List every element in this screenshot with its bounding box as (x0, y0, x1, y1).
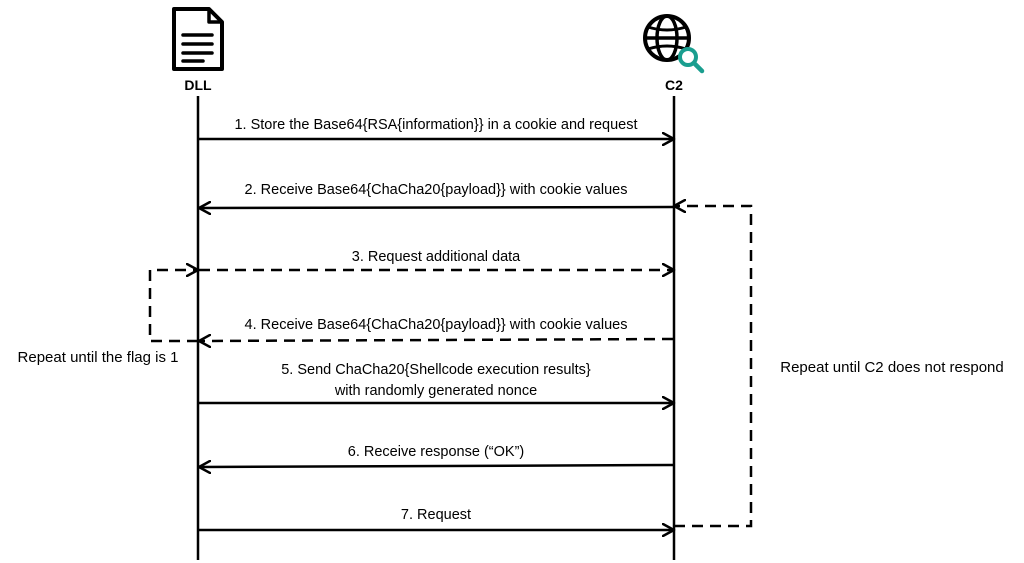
message-5-label-line-1: 5. Send ChaCha20{Shellcode execution res… (281, 362, 591, 378)
message-2-label: 2. Receive Base64{ChaCha20{payload}} wit… (245, 182, 628, 198)
message-3-label: 3. Request additional data (352, 249, 521, 265)
message-1: 1. Store the Base64{RSA{information}} in… (199, 117, 674, 139)
outer-loop: Repeat until C2 does not respond (674, 206, 1004, 528)
message-4-label: 4. Receive Base64{ChaCha20{payload}} wit… (245, 317, 628, 333)
participant-label-dll: DLL (184, 77, 212, 93)
message-6-arrow (199, 465, 674, 467)
participant-label-c2: C2 (665, 77, 683, 93)
message-6-label: 6. Receive response (“OK”) (348, 444, 524, 460)
message-2: 2. Receive Base64{ChaCha20{payload}} wit… (199, 182, 674, 208)
message-7-label: 7. Request (401, 507, 471, 523)
message-1-label: 1. Store the Base64{RSA{information}} in… (234, 117, 637, 133)
document-icon (172, 7, 224, 71)
message-5-label-line-2: with randomly generated nonce (334, 383, 537, 399)
message-3: 3. Request additional data (199, 249, 674, 270)
message-5: 5. Send ChaCha20{Shellcode execution res… (199, 362, 674, 403)
message-7: 7. Request (199, 507, 674, 530)
message-2-arrow (199, 207, 674, 208)
inner-loop: Repeat until the flag is 1 (18, 270, 198, 366)
inner-loop-bracket (148, 270, 198, 343)
message-4: 4. Receive Base64{ChaCha20{payload}} wit… (199, 317, 674, 341)
outer-loop-label: Repeat until C2 does not respond (780, 359, 1003, 376)
inner-loop-label: Repeat until the flag is 1 (18, 349, 179, 366)
message-6: 6. Receive response (“OK”) (199, 444, 674, 467)
message-4-arrow (199, 339, 674, 341)
outer-loop-bracket (674, 206, 753, 528)
globe-search-icon (643, 14, 705, 74)
